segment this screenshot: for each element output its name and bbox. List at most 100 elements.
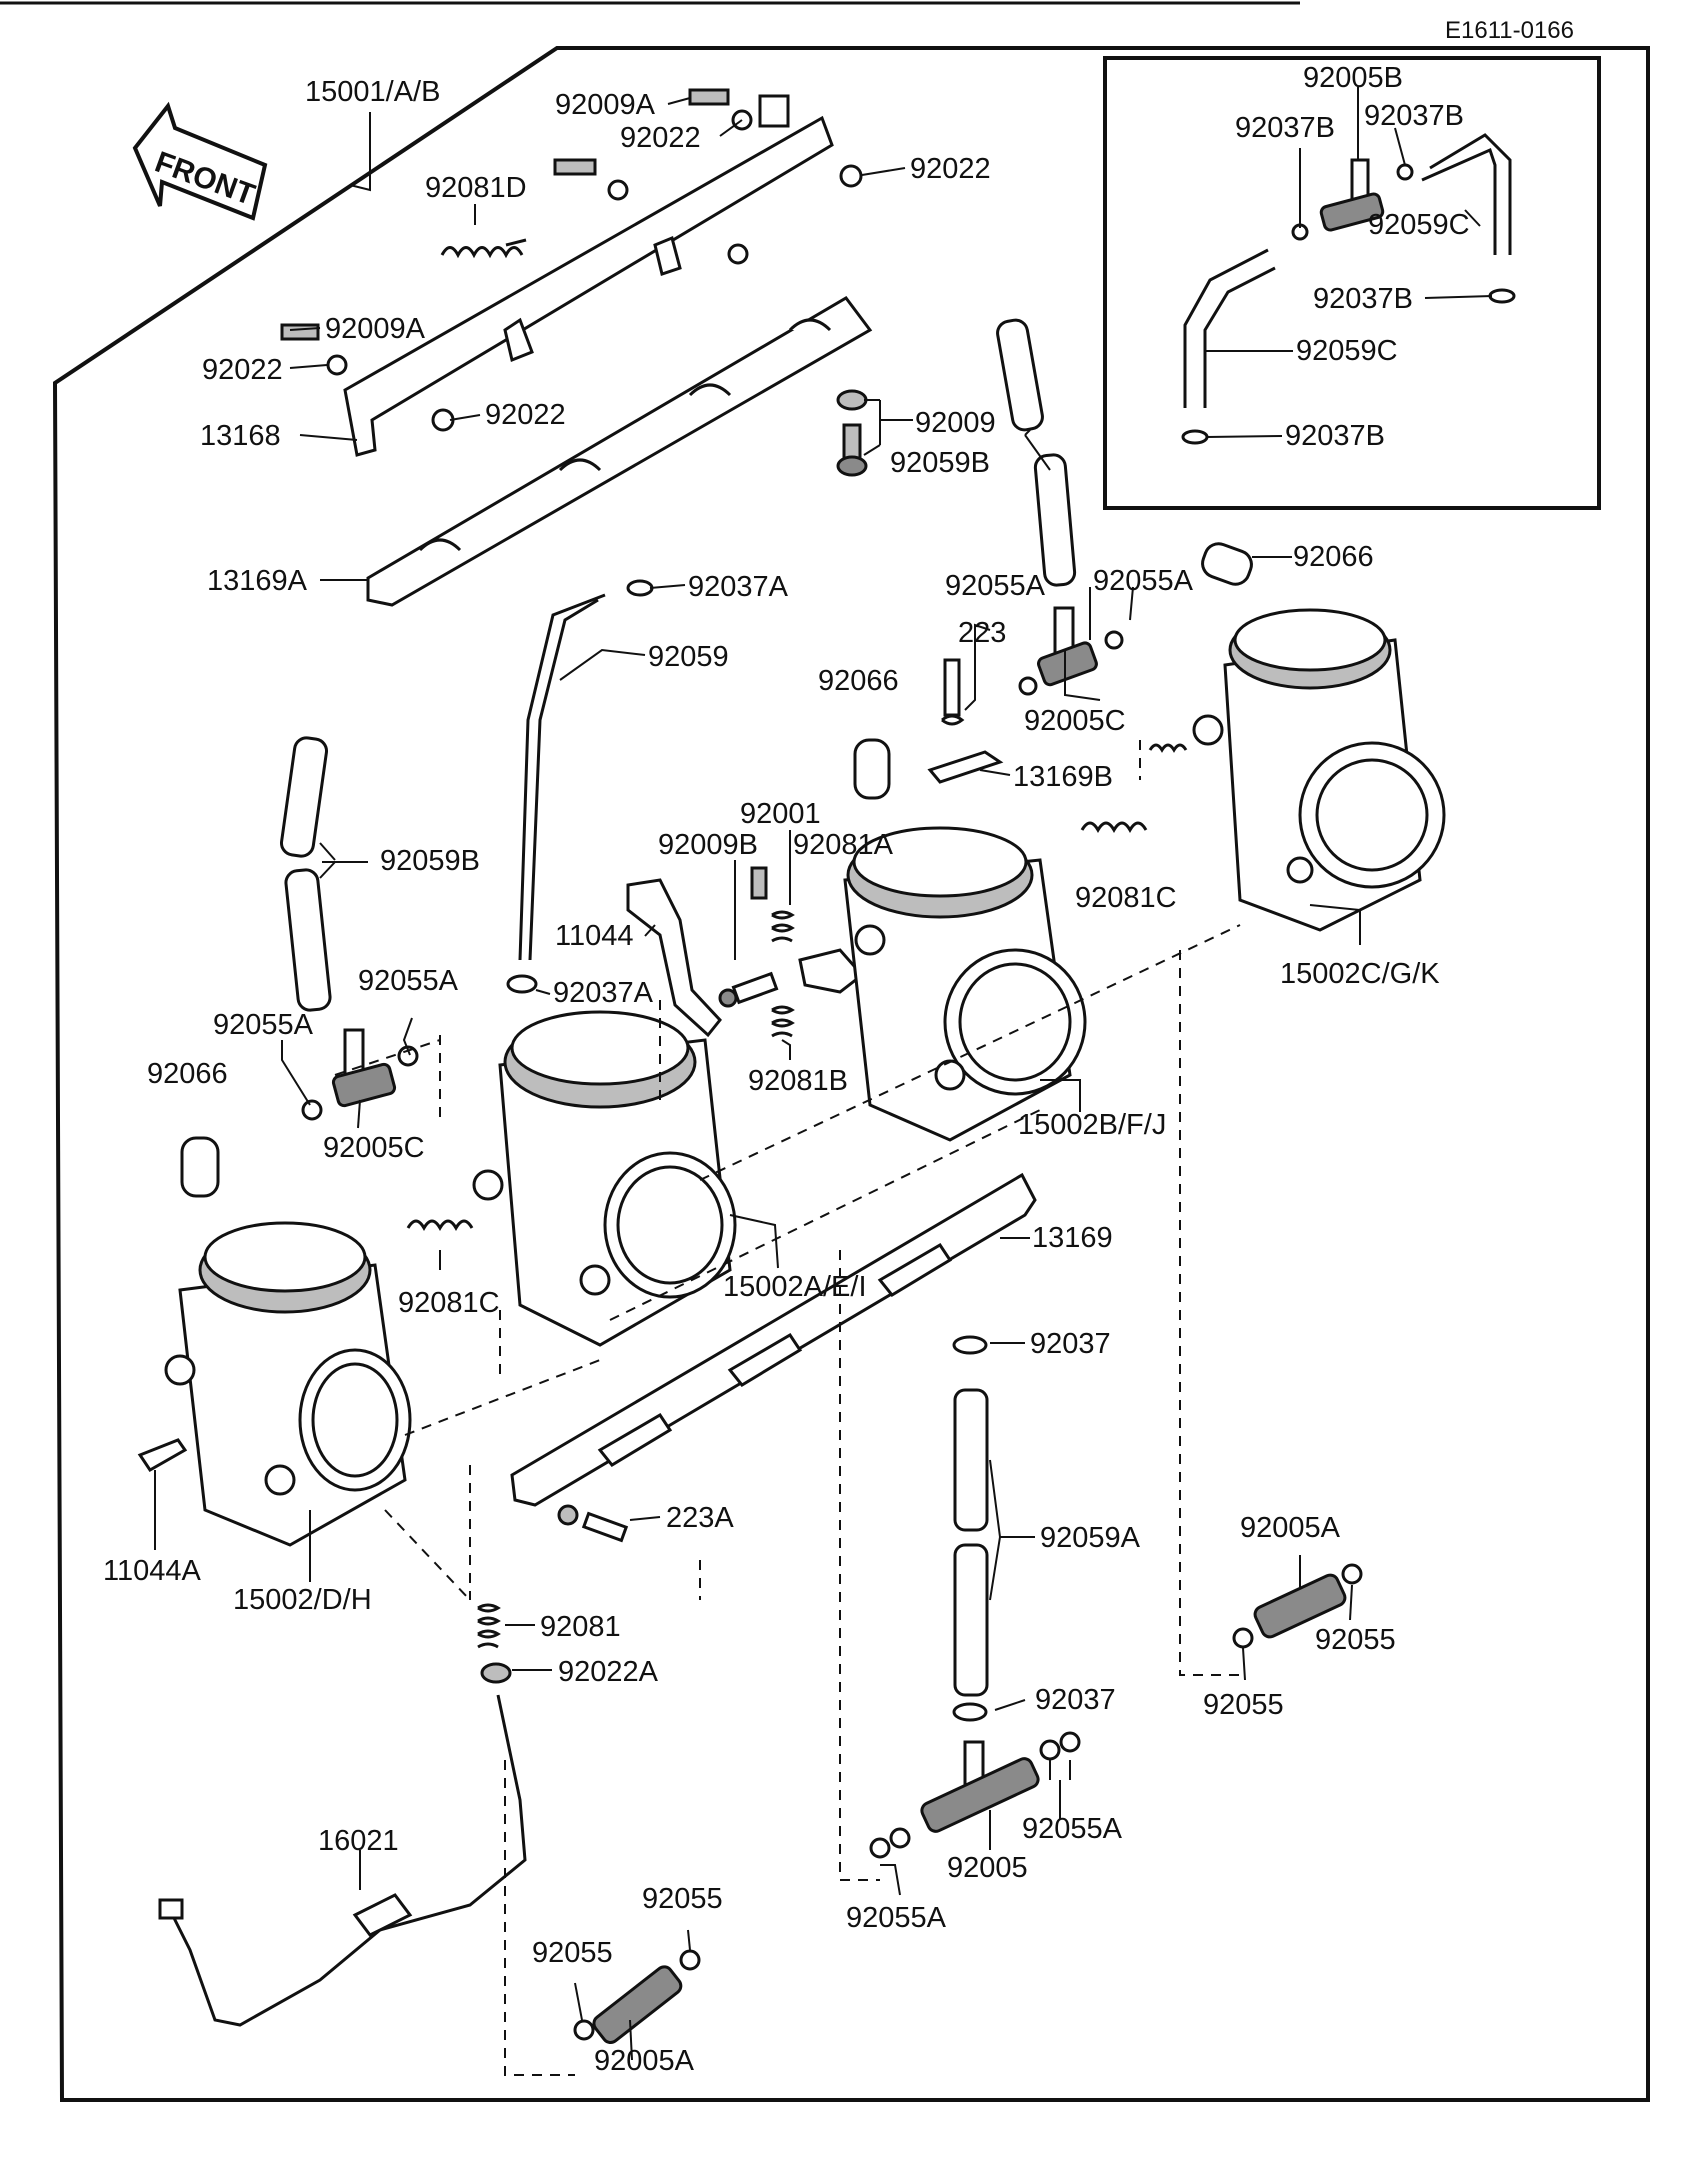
bar-slot (597, 1412, 673, 1467)
dashed-guide-lines (334, 740, 1241, 2076)
part-label: 92081C (1075, 882, 1177, 914)
spring-92081d (440, 238, 527, 259)
washer-92055 (573, 2019, 595, 2041)
hose-92059b (1033, 453, 1077, 587)
screw-223 (943, 658, 961, 717)
spring-small (941, 714, 965, 726)
part-label: 13169A (207, 565, 308, 597)
bracket-tab (653, 235, 682, 276)
part-label: 92066 (1293, 541, 1374, 573)
hose-92059b (996, 318, 1044, 432)
screw-92009b (731, 971, 779, 1005)
part-label: 92005B (1303, 62, 1403, 94)
part-label: 92059B (380, 845, 480, 877)
part-label: 92081 (540, 1611, 621, 1643)
bar-slot (418, 538, 462, 552)
washer-92055 (1232, 1627, 1254, 1649)
part-label: 92059A (1040, 1522, 1141, 1554)
part-label: 15002A/E/I (723, 1271, 867, 1303)
part-label: 223A (666, 1502, 734, 1534)
part-label: 92081A (793, 829, 894, 861)
part-label: 92081C (398, 1287, 500, 1319)
part-label: 92005C (323, 1132, 425, 1164)
part-label: 13169 (1032, 1222, 1113, 1254)
part-label: 92059C (1296, 335, 1398, 367)
part-label: 92005C (1024, 705, 1126, 737)
part-label: 92059B (890, 447, 990, 479)
leader-lines (154, 87, 1493, 2061)
bar-slot (558, 458, 602, 472)
part-label: 15002/D/H (233, 1584, 372, 1616)
cable-end (158, 1898, 184, 1920)
screw-92001 (750, 866, 768, 900)
bolt (280, 323, 320, 341)
bar-slot (788, 318, 832, 332)
washer-92022a (480, 1662, 512, 1684)
part-label: 92022 (620, 122, 701, 154)
washer (836, 389, 868, 411)
callout-labels: 15001/A/B 92009A 92022 92022 92081D 9200… (103, 62, 1470, 2077)
fitting-92005 (869, 1731, 1081, 1859)
part-label: 15002C/G/K (1280, 958, 1440, 990)
part-label: 223 (958, 617, 1006, 649)
part-label: 16021 (318, 1825, 399, 1857)
part-label: 92022 (910, 153, 991, 185)
spring-92081c (1080, 821, 1148, 834)
part-label: 92055 (1315, 1624, 1396, 1656)
carburetor-15002c-g-k (1192, 608, 1446, 932)
lever-11044a (137, 1438, 188, 1472)
part-label: 92009 (915, 407, 996, 439)
hose-92059a (953, 1543, 989, 1697)
ring-92037a (626, 579, 654, 597)
bolt-92009a (688, 88, 730, 106)
part-label: 92037 (1035, 1684, 1116, 1716)
part-label: 15002B/F/J (1018, 1109, 1166, 1141)
carburetor-15002-d-h (164, 1221, 412, 1547)
hose-92059a (953, 1388, 989, 1532)
part-label: 92037 (1030, 1328, 1111, 1360)
front-arrow-icon: FRONT (132, 101, 268, 221)
cable-bracket (352, 1893, 413, 1937)
carburetor-15002b-f-j (843, 826, 1087, 1142)
part-label: 92005A (1240, 1512, 1341, 1544)
hose-92059b (284, 868, 332, 1012)
cap-92066 (853, 738, 891, 800)
hose-92059b (279, 736, 329, 858)
part-label: 92055 (642, 1883, 723, 1915)
spring-92081a (771, 910, 795, 943)
part-label: 92037B (1235, 112, 1335, 144)
part-label: 92005A (594, 2045, 695, 2077)
part-label: 92081D (425, 172, 527, 204)
part-label: 92037B (1364, 100, 1464, 132)
part-label: 92055A (846, 1902, 947, 1934)
clip-92037 (952, 1702, 988, 1722)
washer-92055 (679, 1949, 701, 1971)
cap-92066 (180, 1136, 220, 1198)
washer (718, 988, 738, 1008)
bracket-15001 (343, 115, 834, 457)
bar-slot (727, 1332, 803, 1387)
part-label: 92022 (202, 354, 283, 386)
bar-slot (877, 1242, 953, 1297)
part-label: 92022A (558, 1656, 659, 1688)
pipe-92005a (592, 1965, 683, 2045)
spring-92081 (477, 1603, 501, 1649)
bar-13169a (366, 296, 873, 607)
bracket-11044 (626, 878, 722, 1038)
washer (557, 1504, 579, 1526)
part-label: 92059C (1368, 209, 1470, 241)
fitting-92005c (1018, 606, 1124, 696)
cable-16021 (168, 1694, 527, 2027)
washer-92055 (1341, 1563, 1363, 1585)
part-label: 92059 (648, 641, 729, 673)
bar-13169 (510, 1172, 1037, 1507)
part-label: 13168 (200, 420, 281, 452)
part-label: 92066 (818, 665, 899, 697)
part-label: 92055A (1093, 565, 1194, 597)
bar-slot (688, 383, 732, 397)
part-label: 92055 (1203, 1689, 1284, 1721)
diagram-code: E1611-0166 (1445, 17, 1574, 44)
ring-92037a (506, 974, 538, 994)
bolt (553, 158, 597, 176)
